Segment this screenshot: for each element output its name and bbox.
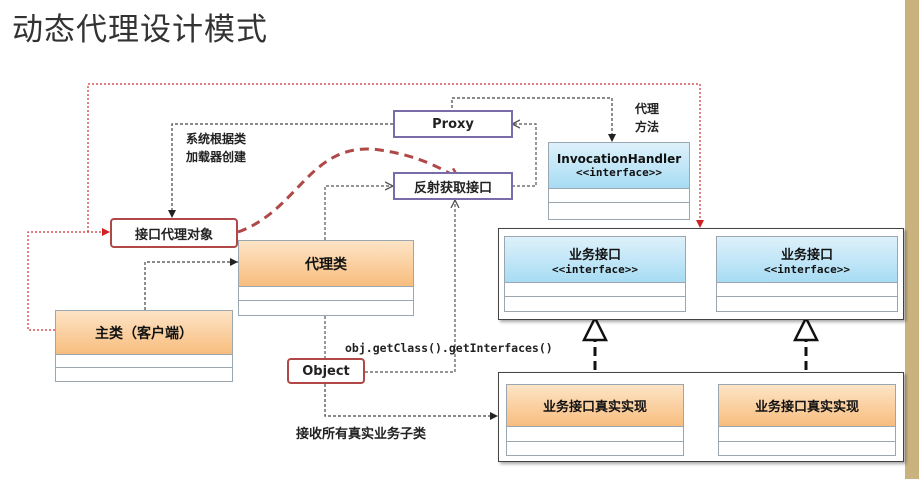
business-interface-2-header: 业务接口 <<interface>>: [717, 237, 897, 283]
invocation-handler-class: InvocationHandler <<interface>>: [548, 142, 690, 220]
red-dotted-top: [87, 83, 704, 232]
object-to-reflect: [365, 200, 455, 373]
class-methods: [719, 442, 895, 457]
invocation-handler-header: InvocationHandler <<interface>>: [549, 143, 689, 189]
class-attributes: [717, 283, 897, 297]
proxy-method-line1: 代理: [635, 102, 660, 116]
business-interface-2-stereotype: <<interface>>: [763, 262, 851, 276]
proxy-box: Proxy: [393, 110, 513, 138]
system-create-line1: 系统根据类: [186, 132, 247, 146]
business-interface-1: 业务接口 <<interface>>: [504, 236, 686, 312]
reflect-interface-box: 反射获取接口: [393, 172, 513, 200]
proxy-class-name: 代理类: [305, 256, 347, 273]
proxyclass-to-reflect: [324, 186, 393, 240]
class-methods: [505, 297, 685, 311]
system-create-label: 系统根据类 加载器创建: [186, 130, 246, 166]
business-impl-1-name: 业务接口真实实现: [542, 400, 647, 415]
main-to-proxyclass: [144, 258, 238, 310]
class-methods: [56, 368, 232, 381]
main-class-name: 主类（客户端）: [95, 325, 193, 342]
class-attributes: [719, 427, 895, 442]
proxy-label: Proxy: [432, 116, 474, 132]
class-attributes: [56, 355, 232, 368]
system-create-line2: 加载器创建: [186, 150, 247, 164]
proxy-object-box: 接口代理对象: [110, 218, 238, 248]
reflect-to-proxy: [512, 124, 537, 187]
to-impl-frame: [324, 384, 498, 420]
proxy-to-proxy-object: [168, 123, 393, 218]
proxy-class-header: 代理类: [239, 241, 413, 287]
class-attributes: [239, 287, 413, 301]
business-impl-2: 业务接口真实实现: [718, 384, 896, 456]
business-impl-1-header: 业务接口真实实现: [507, 385, 683, 427]
business-impl-2-name: 业务接口真实实现: [754, 400, 859, 415]
class-methods: [717, 297, 897, 311]
proxy-to-handler: [451, 97, 616, 142]
object-box: Object: [287, 358, 365, 384]
class-attributes: [549, 189, 689, 203]
object-label: Object: [302, 363, 350, 379]
class-attributes: [505, 283, 685, 297]
class-methods: [549, 203, 689, 219]
realize-1-head: [581, 315, 609, 342]
main-class-header: 主类（客户端）: [56, 311, 232, 355]
main-class: 主类（客户端）: [55, 310, 233, 382]
business-interface-1-name: 业务接口: [568, 247, 621, 263]
business-impl-2-header: 业务接口真实实现: [719, 385, 895, 427]
class-attributes: [507, 427, 683, 442]
business-interface-1-header: 业务接口 <<interface>>: [505, 237, 685, 283]
receive-subclasses-label: 接收所有真实业务子类: [296, 427, 427, 442]
side-strip: [905, 0, 919, 479]
red-dotted-loop: [27, 228, 110, 331]
class-methods: [239, 301, 413, 315]
proxy-method-line2: 方法: [635, 120, 660, 134]
business-interface-1-stereotype: <<interface>>: [551, 262, 639, 276]
get-interfaces-label: obj.getClass().getInterfaces(): [345, 341, 553, 355]
page-title: 动态代理设计模式: [12, 12, 268, 48]
business-interface-2: 业务接口 <<interface>>: [716, 236, 898, 312]
business-impl-1: 业务接口真实实现: [506, 384, 684, 456]
proxy-method-label: 代理 方法: [635, 100, 659, 136]
reflect-interface-label: 反射获取接口: [413, 180, 492, 196]
invocation-handler-stereotype: <<interface>>: [575, 166, 663, 179]
curved-arrow: [237, 147, 461, 234]
proxy-object-label: 接口代理对象: [134, 227, 213, 243]
realize-2-head: [792, 315, 820, 342]
proxy-class: 代理类: [238, 240, 414, 316]
invocation-handler-name: InvocationHandler: [556, 152, 682, 166]
class-methods: [507, 442, 683, 457]
business-interface-2-name: 业务接口: [780, 247, 833, 263]
